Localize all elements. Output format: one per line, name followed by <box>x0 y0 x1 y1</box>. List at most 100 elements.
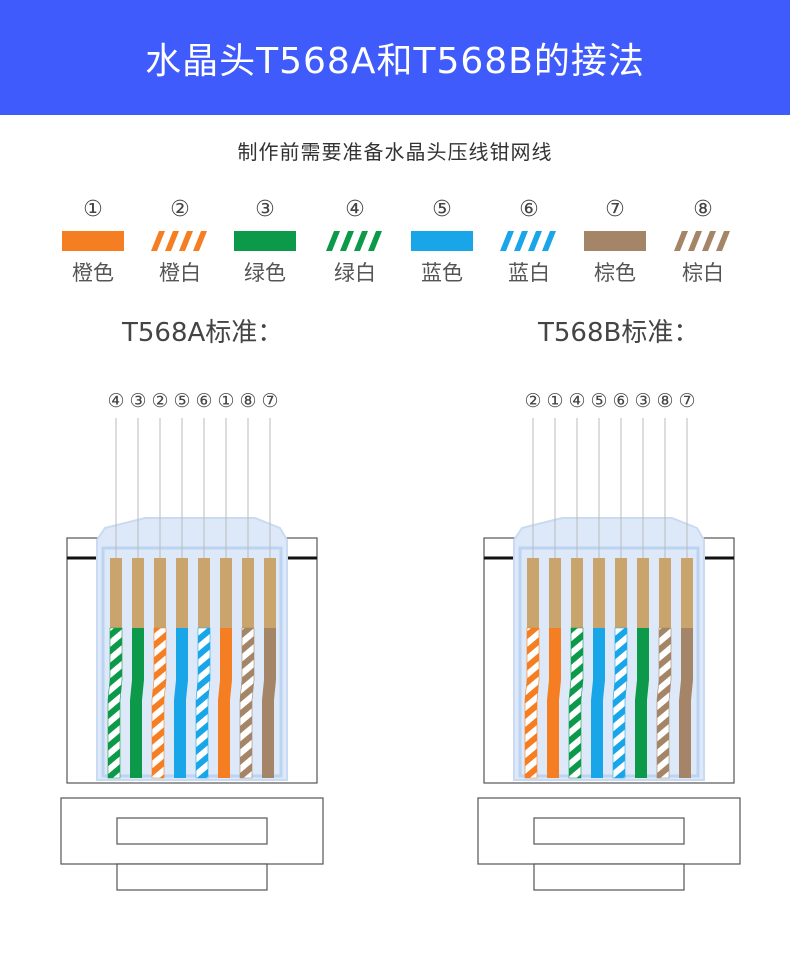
connector-housing <box>513 517 705 781</box>
legend-item-2: ② 橙白 <box>135 195 225 287</box>
wire-orange-white <box>524 627 540 779</box>
wire-blue <box>591 628 605 778</box>
wire-brown <box>262 628 276 778</box>
pin-contact <box>681 558 693 628</box>
wire-green <box>635 628 649 778</box>
legend-number: ⑧ <box>693 197 713 222</box>
pin-contact <box>176 558 188 628</box>
pin-order-3: ② <box>151 390 169 412</box>
connector-boot <box>60 797 324 865</box>
wire-orange-white <box>151 627 167 779</box>
pin-order-1: ② <box>524 390 542 412</box>
pin-contact <box>110 558 122 628</box>
t568a-title: T568A标准： <box>122 318 284 348</box>
t568b-connector-diagram: ② ① ④ ⑤ ⑥ ③ ⑧ ⑦ <box>472 380 762 900</box>
pin-order-7: ⑧ <box>239 390 257 412</box>
legend-number: ① <box>83 197 103 222</box>
legend-number: ⑥ <box>519 197 539 222</box>
legend-number: ⑤ <box>432 197 452 222</box>
legend-item-8: ⑧ 棕白 <box>658 195 748 287</box>
pin-order-1: ④ <box>107 390 125 412</box>
wire-brown-white <box>239 627 255 779</box>
t568a-pin-order: ④ ③ ② ⑤ ⑥ ① ⑧ ⑦ <box>55 390 345 418</box>
orange-swatch <box>62 231 124 251</box>
wire-blue <box>174 628 188 778</box>
pin-contact <box>527 558 539 628</box>
legend-number: ⑦ <box>605 197 625 222</box>
pin-order-8: ⑦ <box>678 390 696 412</box>
wire-brown-white <box>656 627 672 779</box>
pin-contact <box>571 558 583 628</box>
housing-frame <box>518 546 700 778</box>
brown-swatch <box>584 231 646 251</box>
pin-order-4: ⑤ <box>173 390 191 412</box>
blue-swatch <box>411 231 473 251</box>
pin-contact <box>615 558 627 628</box>
t568a-connector-svg <box>60 418 324 891</box>
pin-order-2: ③ <box>129 390 147 412</box>
housing-frame <box>101 546 283 778</box>
page-title: 水晶头T568A和T568B的接法 <box>145 40 645 82</box>
pin-contact <box>549 558 561 628</box>
wire-green-white <box>568 627 584 779</box>
pin-order-6: ③ <box>634 390 652 412</box>
blue-white-striped-swatch <box>498 231 560 251</box>
pin-order-2: ① <box>546 390 564 412</box>
pin-contact <box>264 558 276 628</box>
t568b-pin-order: ② ① ④ ⑤ ⑥ ③ ⑧ ⑦ <box>472 390 762 418</box>
orange-white-striped-swatch <box>149 231 211 251</box>
cable-stub <box>533 863 685 891</box>
wire-color-legend: ① 橙色 ② 橙白 ③ 绿色 ④ 绿白 ⑤ 蓝色 ⑥ 蓝白 <box>48 195 748 295</box>
wire-green-white <box>107 627 123 779</box>
legend-label: 橙色 <box>72 261 114 285</box>
boot-window <box>533 817 685 845</box>
green-swatch <box>234 231 296 251</box>
green-white-striped-swatch <box>324 231 386 251</box>
wire-green <box>130 628 144 778</box>
legend-item-5: ⑤ 蓝色 <box>397 195 487 287</box>
legend-label: 棕色 <box>594 261 636 285</box>
pin-order-3: ④ <box>568 390 586 412</box>
legend-label: 棕白 <box>682 261 724 285</box>
legend-item-3: ③ 绿色 <box>220 195 310 287</box>
t568a-connector-diagram: ④ ③ ② ⑤ ⑥ ① ⑧ ⑦ <box>55 380 345 900</box>
legend-item-4: ④ 绿白 <box>310 195 400 287</box>
legend-label: 绿色 <box>244 261 286 285</box>
wire-orange <box>218 628 232 778</box>
t568b-title: T568B标准： <box>538 318 700 348</box>
pin-order-6: ① <box>217 390 235 412</box>
legend-item-1: ① 橙色 <box>48 195 138 287</box>
cable-stub <box>116 863 268 891</box>
pin-order-5: ⑥ <box>195 390 213 412</box>
wire-blue-white <box>612 627 628 779</box>
title-banner: 水晶头T568A和T568B的接法 <box>0 0 790 115</box>
legend-label: 绿白 <box>334 261 376 285</box>
legend-label: 蓝色 <box>421 261 463 285</box>
pin-order-8: ⑦ <box>261 390 279 412</box>
pin-contact <box>637 558 649 628</box>
legend-number: ③ <box>255 197 275 222</box>
wire-brown <box>679 628 693 778</box>
pin-order-5: ⑥ <box>612 390 630 412</box>
legend-number: ④ <box>345 197 365 222</box>
legend-item-7: ⑦ 棕色 <box>570 195 660 287</box>
pin-contact <box>593 558 605 628</box>
wire-orange <box>547 628 561 778</box>
t568b-connector-svg <box>477 418 741 891</box>
pin-contact <box>132 558 144 628</box>
pin-order-7: ⑧ <box>656 390 674 412</box>
connector-housing <box>96 517 288 781</box>
brown-white-striped-swatch <box>672 231 734 251</box>
legend-label: 蓝白 <box>508 261 550 285</box>
wire-blue-white <box>195 627 211 779</box>
pin-contact <box>154 558 166 628</box>
pin-contact <box>659 558 671 628</box>
pin-order-4: ⑤ <box>590 390 608 412</box>
pin-contact <box>198 558 210 628</box>
legend-number: ② <box>170 197 190 222</box>
legend-label: 橙白 <box>159 261 201 285</box>
subtitle: 制作前需要准备水晶头压线钳网线 <box>237 140 553 164</box>
pin-contact <box>220 558 232 628</box>
pin-contact <box>242 558 254 628</box>
boot-window <box>116 817 268 845</box>
